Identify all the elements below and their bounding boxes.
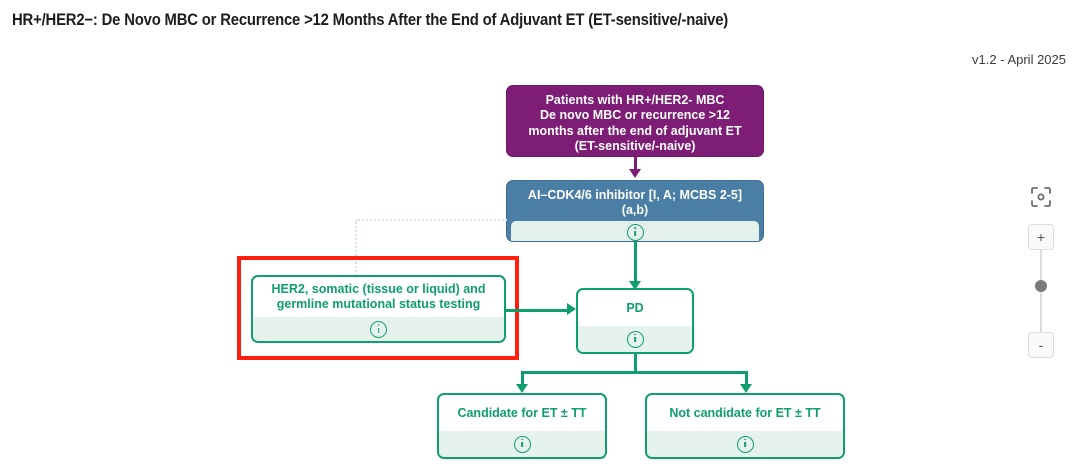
node-pd-label: PD [626,300,644,315]
zoom-slider-handle[interactable] [1035,280,1047,292]
node-not-candidate-for-et-tt-label: Not candidate for ET ± TT [669,405,821,420]
info-icon[interactable] [736,435,754,453]
node-her2-mutational-testing[interactable]: HER2, somatic (tissue or liquid) and ger… [251,275,506,343]
info-icon[interactable] [513,435,531,453]
node-her2-mutational-testing-label: HER2, somatic (tissue or liquid) and ger… [271,282,486,312]
zoom-in-button[interactable]: + [1028,224,1054,250]
arrowhead-treatment-to-pd [629,281,641,290]
arrowhead-testing-to-pd [567,303,576,315]
zoom-slider[interactable] [1035,250,1047,332]
node-her2-mutational-testing-info[interactable] [253,316,504,341]
node-patients-root[interactable]: Patients with HR+/HER2- MBC De novo MBC … [506,85,764,157]
node-pd-info[interactable] [578,326,692,352]
connector-branch-right [745,371,748,387]
node-ai-cdk46-inhibitor-label: AI–CDK4/6 inhibitor [I, A; MCBS 2-5] (a,… [527,188,743,218]
node-ai-cdk46-inhibitor-info[interactable] [511,220,759,241]
diagram-canvas[interactable]: Patients with HR+/HER2- MBC De novo MBC … [0,72,1080,471]
zoom-out-button[interactable]: - [1028,332,1054,358]
connector-root-to-treatment [634,157,637,171]
info-icon[interactable] [370,321,387,338]
node-candidate-for-et-tt-label: Candidate for ET ± TT [457,405,587,420]
fit-view-icon[interactable] [1030,186,1052,208]
page-title: HR+/HER2−: De Novo MBC or Recurrence >12… [12,11,729,29]
connector-treatment-to-pd [634,242,637,284]
version-label: v1.2 - April 2025 [972,52,1066,67]
zoom-controls[interactable]: + - [1024,186,1058,358]
arrowhead-branch-left [516,384,528,393]
node-not-candidate-for-et-tt-info[interactable] [647,431,843,457]
connector-branch-left [521,371,524,387]
connector-dotted-treatment-to-testing-vertical [355,219,357,284]
node-candidate-for-et-tt[interactable]: Candidate for ET ± TT [437,393,607,459]
node-ai-cdk46-inhibitor[interactable]: AI–CDK4/6 inhibitor [I, A; MCBS 2-5] (a,… [506,180,764,242]
arrowhead-root-to-treatment [629,169,641,178]
node-not-candidate-for-et-tt[interactable]: Not candidate for ET ± TT [645,393,845,459]
info-icon[interactable] [626,224,644,241]
info-icon[interactable] [626,330,644,348]
node-pd[interactable]: PD [576,288,694,354]
node-candidate-for-et-tt-info[interactable] [439,431,605,457]
node-patients-root-label: Patients with HR+/HER2- MBC De novo MBC … [528,93,742,153]
arrowhead-branch-right [740,384,752,393]
connector-dotted-treatment-to-testing-horizontal [355,219,507,221]
connector-testing-to-pd [506,309,570,312]
connector-pd-stem [634,354,637,373]
connector-pd-branch-bar [521,371,747,374]
